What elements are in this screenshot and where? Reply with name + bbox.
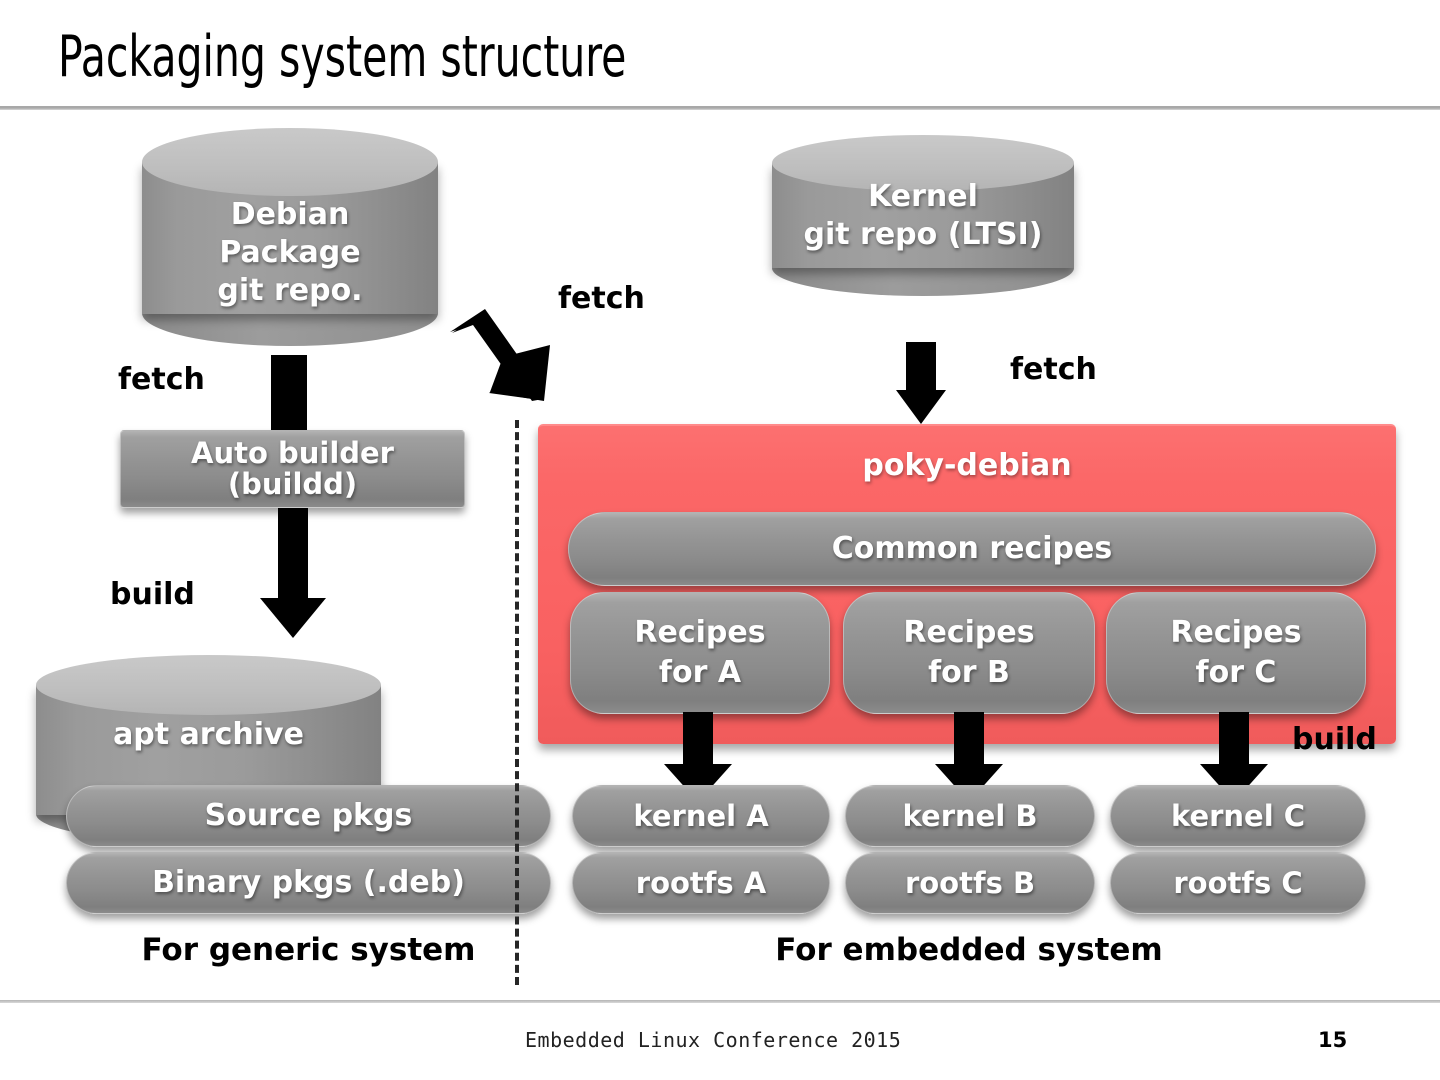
cylinder-debian-repo-label: Debian Package git repo. [217, 197, 363, 308]
arrow-head [896, 390, 946, 424]
cylinder-kernel-repo-label: Kernel git repo (LTSI) [803, 179, 1043, 252]
arrow-diagonal-svg [450, 309, 550, 401]
box-recipes-b[interactable]: Recipes for B [843, 592, 1095, 714]
arrow-shaft [1219, 712, 1249, 766]
arrow-fetch-kernel-to-poky [896, 342, 946, 424]
box-recipes-a[interactable]: Recipes for A [570, 592, 830, 714]
cylinder-top-ellipse [142, 128, 438, 196]
label-build-left: build [110, 577, 195, 612]
arrow-shaft [271, 355, 307, 437]
pill-rootfs-a[interactable]: rootfs A [572, 852, 830, 914]
arrow-build-recipes-b [935, 712, 1003, 802]
arrow-shaft [278, 508, 308, 600]
arrow-shaft [683, 712, 713, 766]
cylinder-top-ellipse [772, 135, 1074, 191]
pill-rootfs-c[interactable]: rootfs C [1110, 852, 1366, 914]
title-divider-rule [0, 106, 1440, 110]
cylinder-top-ellipse [36, 655, 381, 715]
label-fetch-kernel: fetch [1010, 352, 1097, 387]
arrow-build-to-apt-archive [260, 508, 326, 638]
pill-rootfs-b[interactable]: rootfs B [845, 852, 1095, 914]
caption-generic-system: For generic system [141, 932, 476, 968]
label-fetch-debian: fetch [118, 362, 205, 397]
panel-poky-debian-title: poky-debian [862, 448, 1072, 483]
cylinder-apt-archive-label: apt archive [113, 717, 304, 752]
arrow-shaft [954, 712, 984, 766]
pill-common-recipes[interactable]: Common recipes [568, 512, 1376, 586]
label-fetch-poky: fetch [558, 281, 645, 316]
pill-source-pkgs[interactable]: Source pkgs [66, 785, 551, 847]
pill-binary-pkgs[interactable]: Binary pkgs (.deb) [66, 852, 551, 914]
label-build-right: build [1292, 722, 1377, 757]
arrow-fetch-debian-to-builder [265, 355, 313, 437]
footer-page-number: 15 [1318, 1028, 1348, 1052]
cylinder-kernel-repo: Kernel git repo (LTSI) [772, 135, 1074, 296]
pill-kernel-c[interactable]: kernel C [1110, 785, 1366, 847]
pill-kernel-a[interactable]: kernel A [572, 785, 830, 847]
caption-embedded-system: For embedded system [775, 932, 1163, 968]
arrow-shaft [906, 342, 936, 392]
pill-kernel-b[interactable]: kernel B [845, 785, 1095, 847]
footer-conference-text: Embedded Linux Conference 2015 [525, 1028, 902, 1052]
page-title: Packaging system structure [58, 24, 627, 90]
box-auto-builder[interactable]: Auto builder (buildd) [120, 430, 465, 508]
arrow-fetch-debian-to-poky [440, 305, 570, 405]
box-recipes-c[interactable]: Recipes for C [1106, 592, 1366, 714]
section-divider [515, 420, 519, 985]
footer-divider-rule [0, 1000, 1440, 1003]
arrow-head [260, 598, 326, 638]
cylinder-debian-repo: Debian Package git repo. [142, 128, 438, 350]
